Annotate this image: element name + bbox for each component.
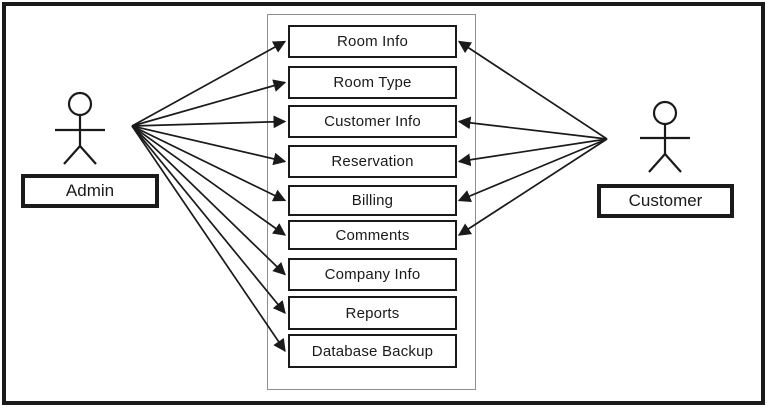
customer-figure-leg-right (664, 153, 682, 173)
edge-customer-to-room-info (457, 40, 608, 140)
edge-admin-to-billing (131, 125, 287, 202)
edge-admin-to-database-backup (131, 125, 286, 353)
edge-customer-to-reservation (457, 138, 608, 167)
edge-customer-to-customer-info (457, 116, 608, 140)
customer-actor-label: Customer (597, 184, 734, 218)
edge-admin-to-customer-info (131, 115, 287, 129)
usecase-box-room-type: Room Type (288, 66, 457, 99)
edge-customer-to-billing (457, 138, 608, 202)
customer-stick-figure (640, 100, 690, 173)
admin-label-text: Admin (65, 181, 115, 200)
edge-admin-to-reservation (131, 125, 287, 166)
edge-admin-to-company-info (131, 125, 286, 276)
usecase-box-customer-info: Customer Info (288, 105, 457, 138)
usecase-box-reservation: Reservation (288, 145, 457, 178)
admin-figure-leg-right (79, 145, 97, 165)
usecase-box-company-info: Company Info (288, 258, 457, 291)
customer-figure-head (652, 100, 678, 126)
usecase-box-billing: Billing (288, 185, 457, 216)
actor-figures (55, 91, 690, 173)
usecase-box-reports: Reports (288, 296, 457, 330)
admin-figure-leg-left (63, 145, 81, 165)
edge-admin-to-room-info (131, 40, 287, 127)
admin-stick-figure (55, 91, 105, 165)
customer-label-text: Customer (628, 191, 703, 210)
admin-actor-label: Admin (21, 174, 159, 208)
association-arrows (131, 40, 608, 353)
customer-figure-leg-left (648, 153, 666, 173)
edge-admin-to-comments (131, 125, 287, 236)
admin-figure-head (67, 91, 93, 117)
usecase-box-comments: Comments (288, 220, 457, 250)
edge-customer-to-comments (457, 138, 608, 236)
edge-admin-to-room-type (131, 79, 287, 127)
usecase-box-room-info: Room Info (288, 25, 457, 58)
system-boundary-box (267, 14, 476, 390)
edge-admin-to-reports (131, 125, 286, 314)
usecase-box-database-backup: Database Backup (288, 334, 457, 368)
